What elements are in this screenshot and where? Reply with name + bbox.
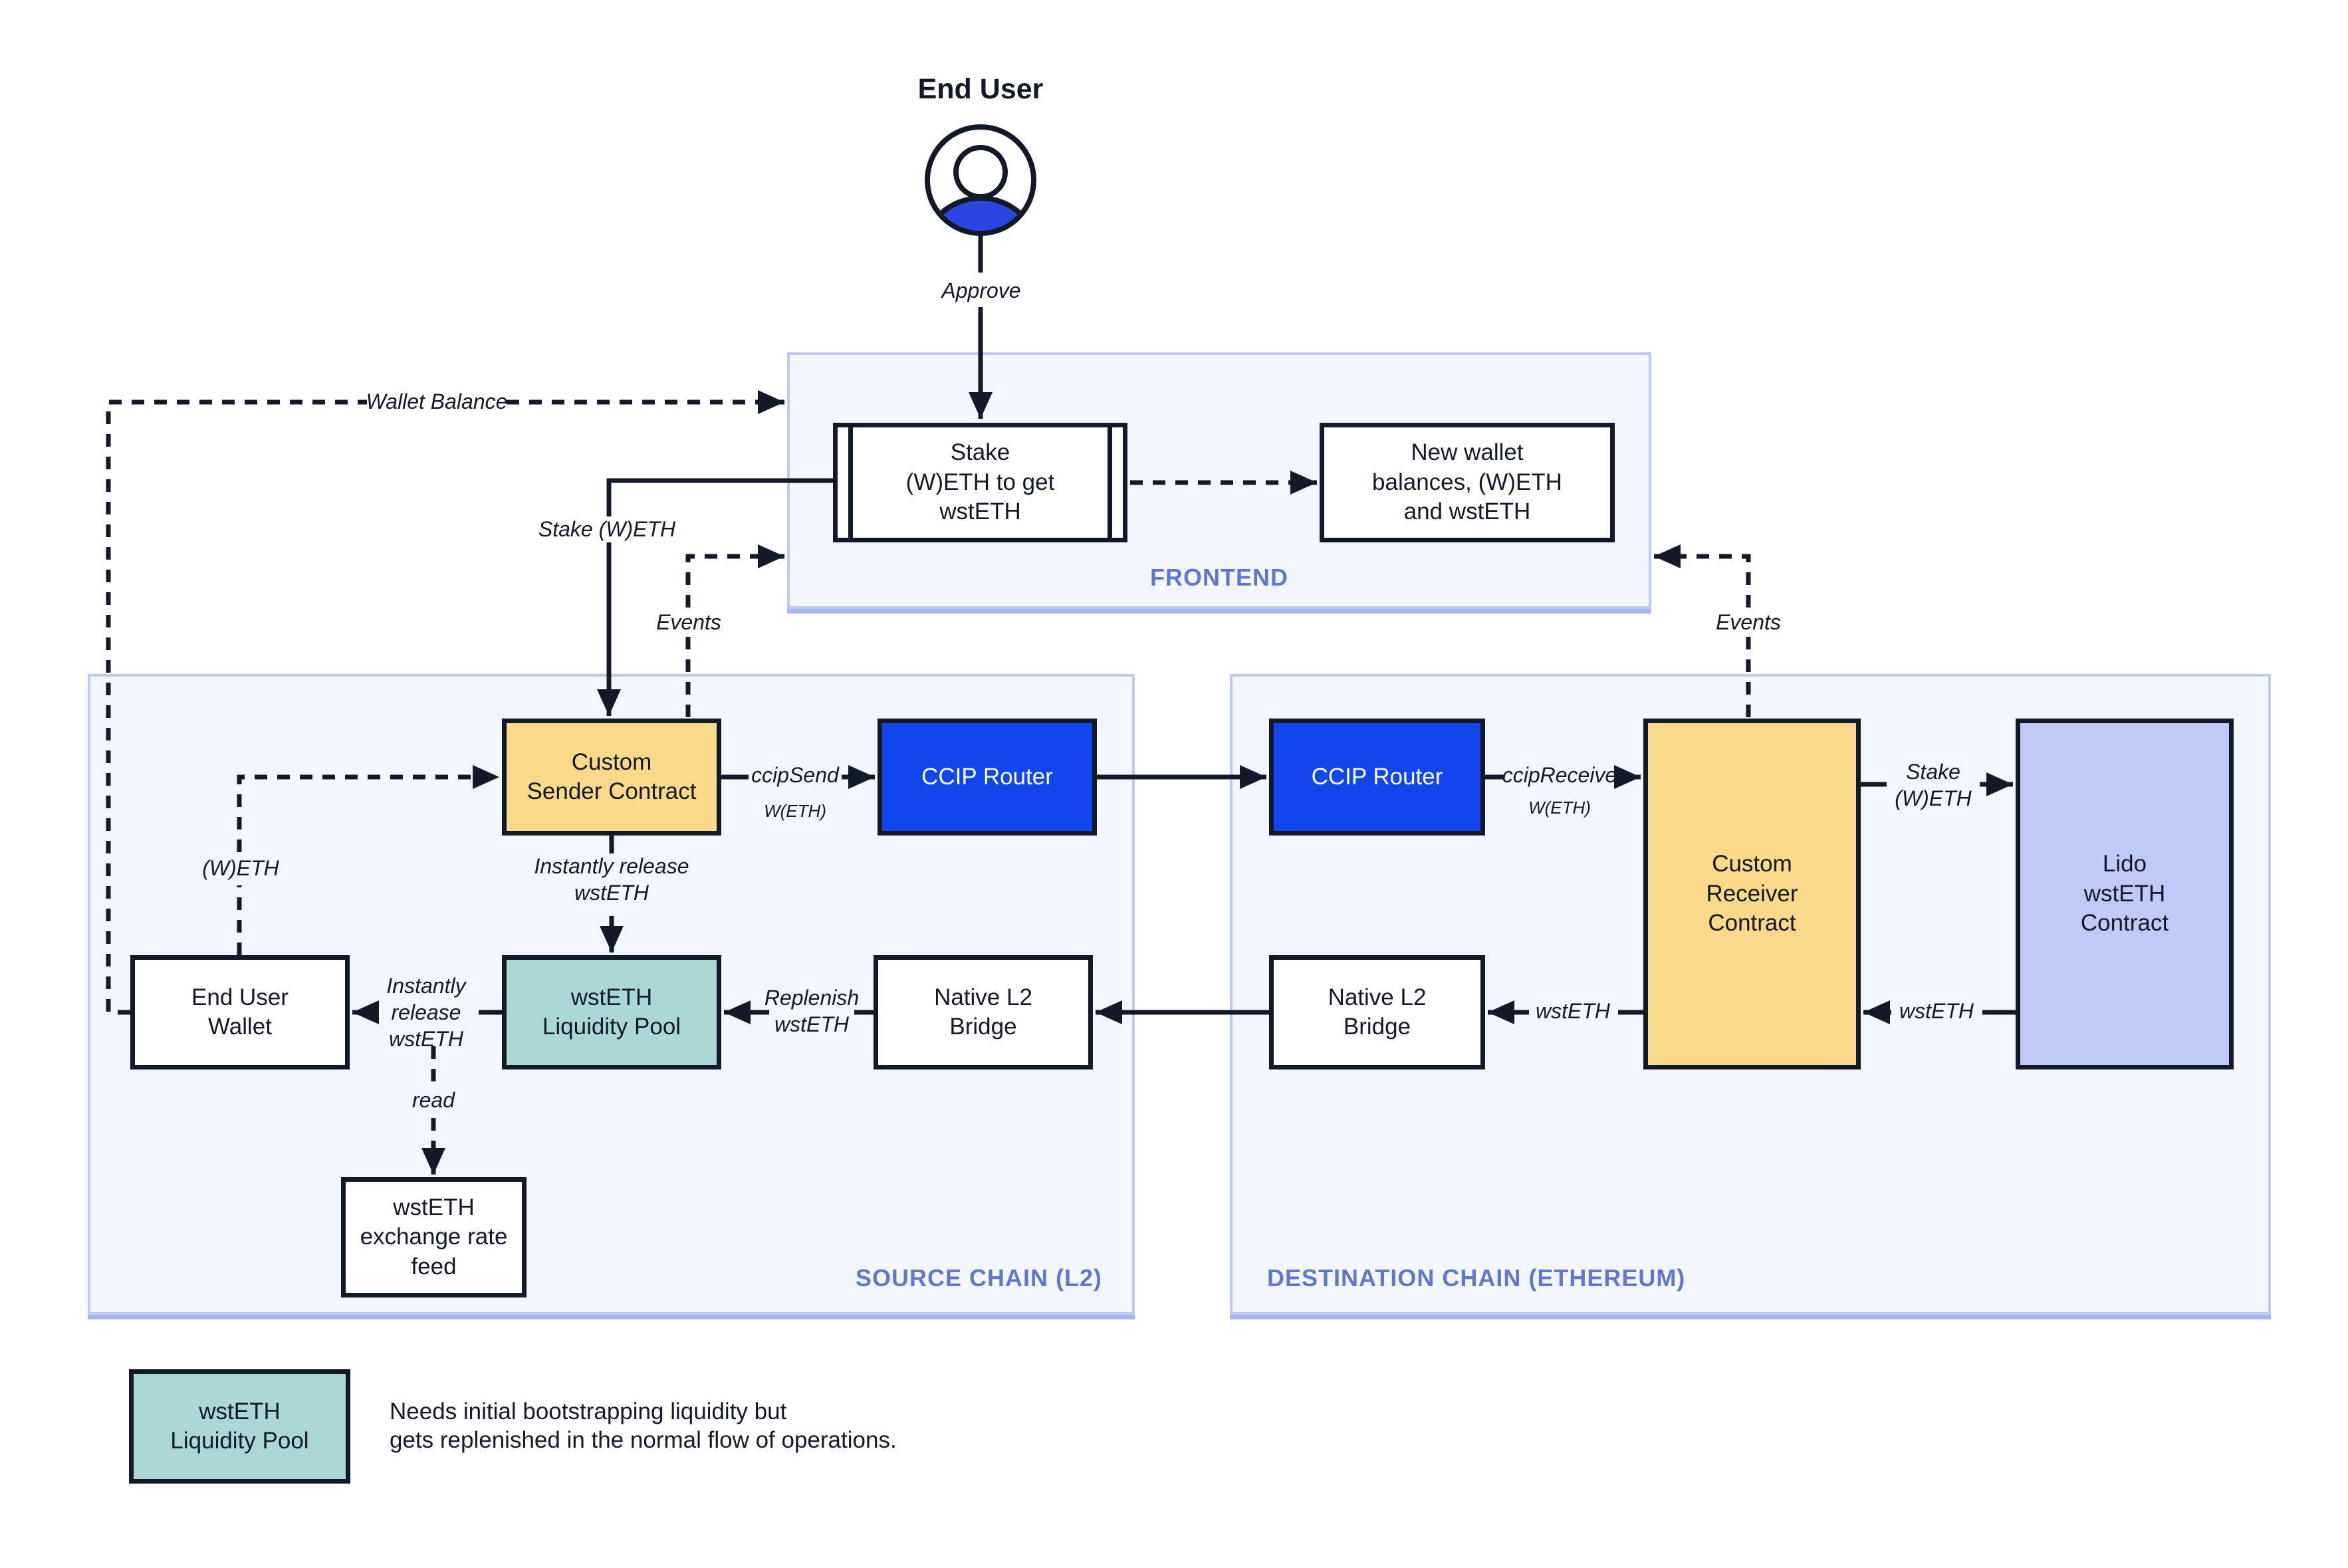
end-user-title: End User xyxy=(917,73,1044,105)
label-ccipsend-sub: W(ETH) xyxy=(764,800,826,821)
node-lido-contract: Lido wstETH Contract xyxy=(2016,719,2234,1069)
node-native-bridge-source: Native L2 Bridge xyxy=(874,955,1093,1069)
edge-events-left-b xyxy=(685,544,784,608)
destination-chain-label: DESTINATION CHAIN (ETHEREUM) xyxy=(1267,1264,1686,1291)
label-wsteth-to-receiver: wstETH xyxy=(1899,999,1974,1023)
legend-note: Needs initial bootstrapping liquidity bu… xyxy=(390,1399,897,1453)
label-instant-release-v: Instantly release wstETH xyxy=(534,854,689,905)
frontend-label: FRONTEND xyxy=(1150,564,1288,591)
label-instant-release-h: Instantly release wstETH xyxy=(386,974,466,1051)
node-custom-receiver: Custom Receiver Contract xyxy=(1643,719,1861,1069)
source-chain-label: SOURCE CHAIN (L2) xyxy=(855,1264,1102,1291)
node-native-bridge-dest: Native L2 Bridge xyxy=(1269,955,1485,1069)
label-wallet-balance: Wallet Balance xyxy=(366,390,508,413)
label-ccipreceive-sub: W(ETH) xyxy=(1528,797,1591,818)
node-exchange-feed: wstETH exchange rate feed xyxy=(341,1177,527,1297)
label-replenish: Replenish wstETH xyxy=(764,986,860,1036)
node-ccip-router-dest: CCIP Router xyxy=(1269,719,1485,836)
edge-events-right-b xyxy=(1654,544,1751,608)
label-events-right: Events xyxy=(1716,610,1781,634)
label-ccipreceive: ccipReceive xyxy=(1502,763,1617,787)
node-new-wallet-box: New wallet balances, (W)ETH and wstETH xyxy=(1320,423,1615,542)
label-events-left: Events xyxy=(656,610,721,634)
node-ccip-router-source: CCIP Router xyxy=(878,719,1097,836)
node-liquidity-pool: wstETH Liquidity Pool xyxy=(502,955,721,1069)
node-stake-box: Stake (W)ETH to get wstETH xyxy=(833,423,1127,542)
label-stake-weth-dest: Stake (W)ETH xyxy=(1895,760,1972,810)
label-stake-weth: Stake (W)ETH xyxy=(538,517,676,541)
label-ccipsend: ccipSend xyxy=(751,763,839,787)
label-approve: Approve xyxy=(941,279,1021,302)
label-weth: (W)ETH xyxy=(202,856,279,880)
node-custom-sender: Custom Sender Contract xyxy=(502,719,721,836)
label-read: read xyxy=(411,1088,455,1112)
label-wsteth-to-bridge: wstETH xyxy=(1536,999,1610,1023)
node-end-user-wallet: End User Wallet xyxy=(130,955,350,1069)
legend-pool-box: wstETH Liquidity Pool xyxy=(129,1369,350,1484)
